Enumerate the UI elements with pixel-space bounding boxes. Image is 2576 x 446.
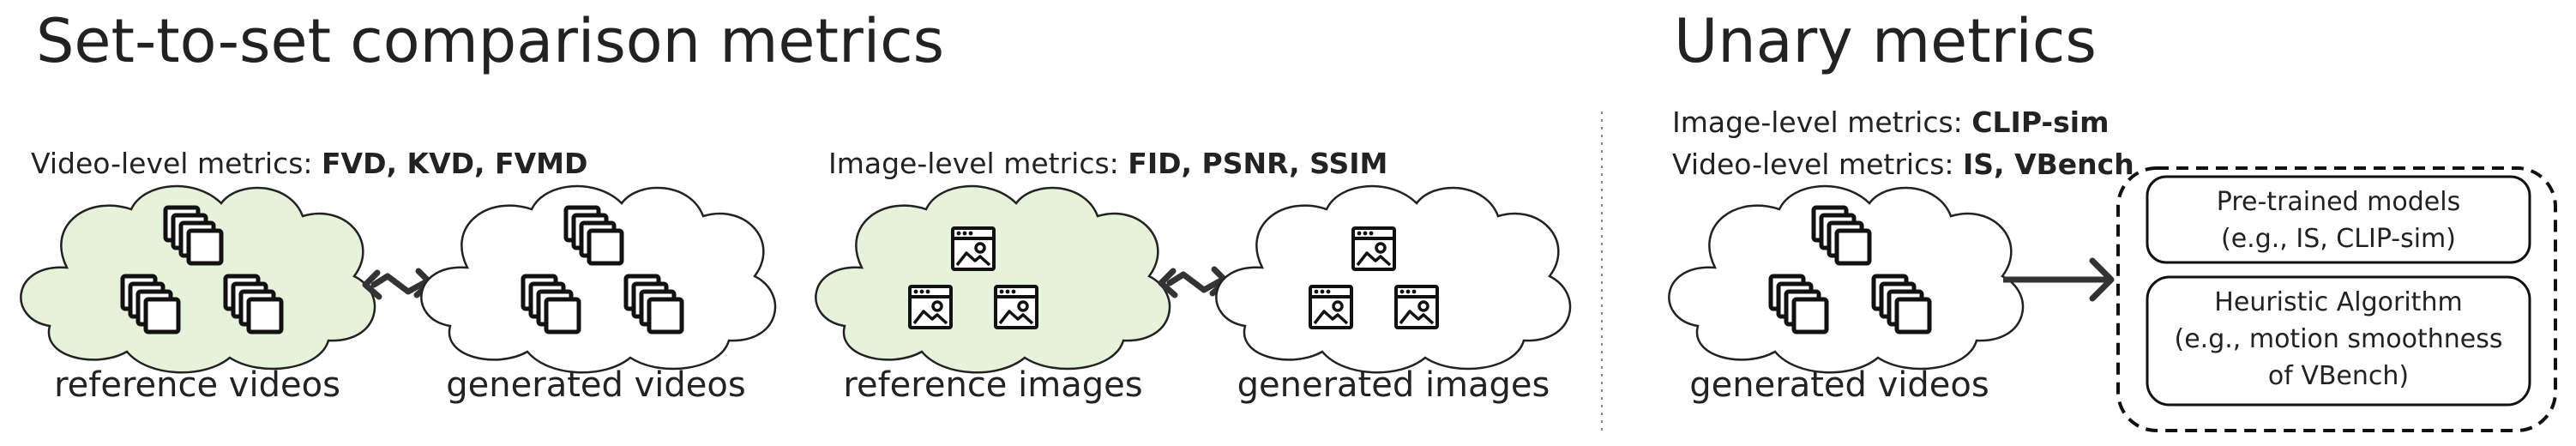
- left-panel-title: Set-to-set comparison metrics: [36, 6, 944, 76]
- image-icon: [994, 285, 1038, 329]
- right-arrow-icon: [2003, 257, 2115, 302]
- pretrained-models-box: [2146, 175, 2531, 264]
- reference-videos-caption: reference videos: [54, 365, 340, 405]
- pretrained-models-title: Pre-trained models: [2217, 187, 2460, 217]
- generated-videos-caption: generated videos: [446, 365, 745, 405]
- image-icon: [1309, 285, 1353, 329]
- right-panel-title: Unary metrics: [1674, 6, 2097, 76]
- image-metrics-names: FID, PSNR, SSIM: [1128, 147, 1387, 180]
- unary-generated-videos-cloud: [1668, 184, 2025, 374]
- heuristic-algorithm-example-line1: (e.g., motion smoothness: [2175, 324, 2503, 354]
- unary-video-metrics-label: Video-level metrics: IS, VBench: [1672, 148, 2134, 181]
- heuristic-algorithm-example-line2: of VBench): [2268, 361, 2409, 391]
- video-metrics-label: Video-level metrics: FVD, KVD, FVMD: [31, 147, 587, 180]
- unary-generated-videos-caption: generated videos: [1689, 365, 1989, 405]
- generated-images-cloud: [1215, 184, 1572, 374]
- reference-images-caption: reference images: [843, 365, 1142, 405]
- heuristic-algorithm-title: Heuristic Algorithm: [2214, 287, 2462, 317]
- evaluator-group: [2116, 166, 2557, 432]
- reference-images-cloud: [815, 184, 1171, 374]
- reference-videos-cloud: [20, 184, 376, 374]
- video-metrics-prefix: Video-level metrics:: [31, 147, 322, 180]
- video-metrics-names: FVD, KVD, FVMD: [322, 147, 587, 180]
- unary-image-metrics-names: CLIP-sim: [1971, 105, 2109, 139]
- image-icon: [1394, 285, 1439, 329]
- heuristic-algorithm-box: [2146, 275, 2531, 407]
- unary-image-metrics-prefix: Image-level metrics:: [1672, 105, 1971, 139]
- generated-videos-cloud: [420, 184, 777, 374]
- unary-image-metrics-label: Image-level metrics: CLIP-sim: [1672, 105, 2109, 139]
- image-icon: [908, 285, 953, 329]
- image-icon: [951, 226, 996, 271]
- image-metrics-label: Image-level metrics: FID, PSNR, SSIM: [828, 147, 1387, 180]
- unary-video-metrics-names: IS, VBench: [1963, 148, 2134, 181]
- generated-images-caption: generated images: [1237, 365, 1550, 405]
- image-metrics-prefix: Image-level metrics:: [828, 147, 1128, 180]
- image-icon: [1351, 226, 1396, 271]
- pretrained-models-examples: (e.g., IS, CLIP-sim): [2221, 224, 2456, 254]
- unary-video-metrics-prefix: Video-level metrics:: [1672, 148, 1963, 181]
